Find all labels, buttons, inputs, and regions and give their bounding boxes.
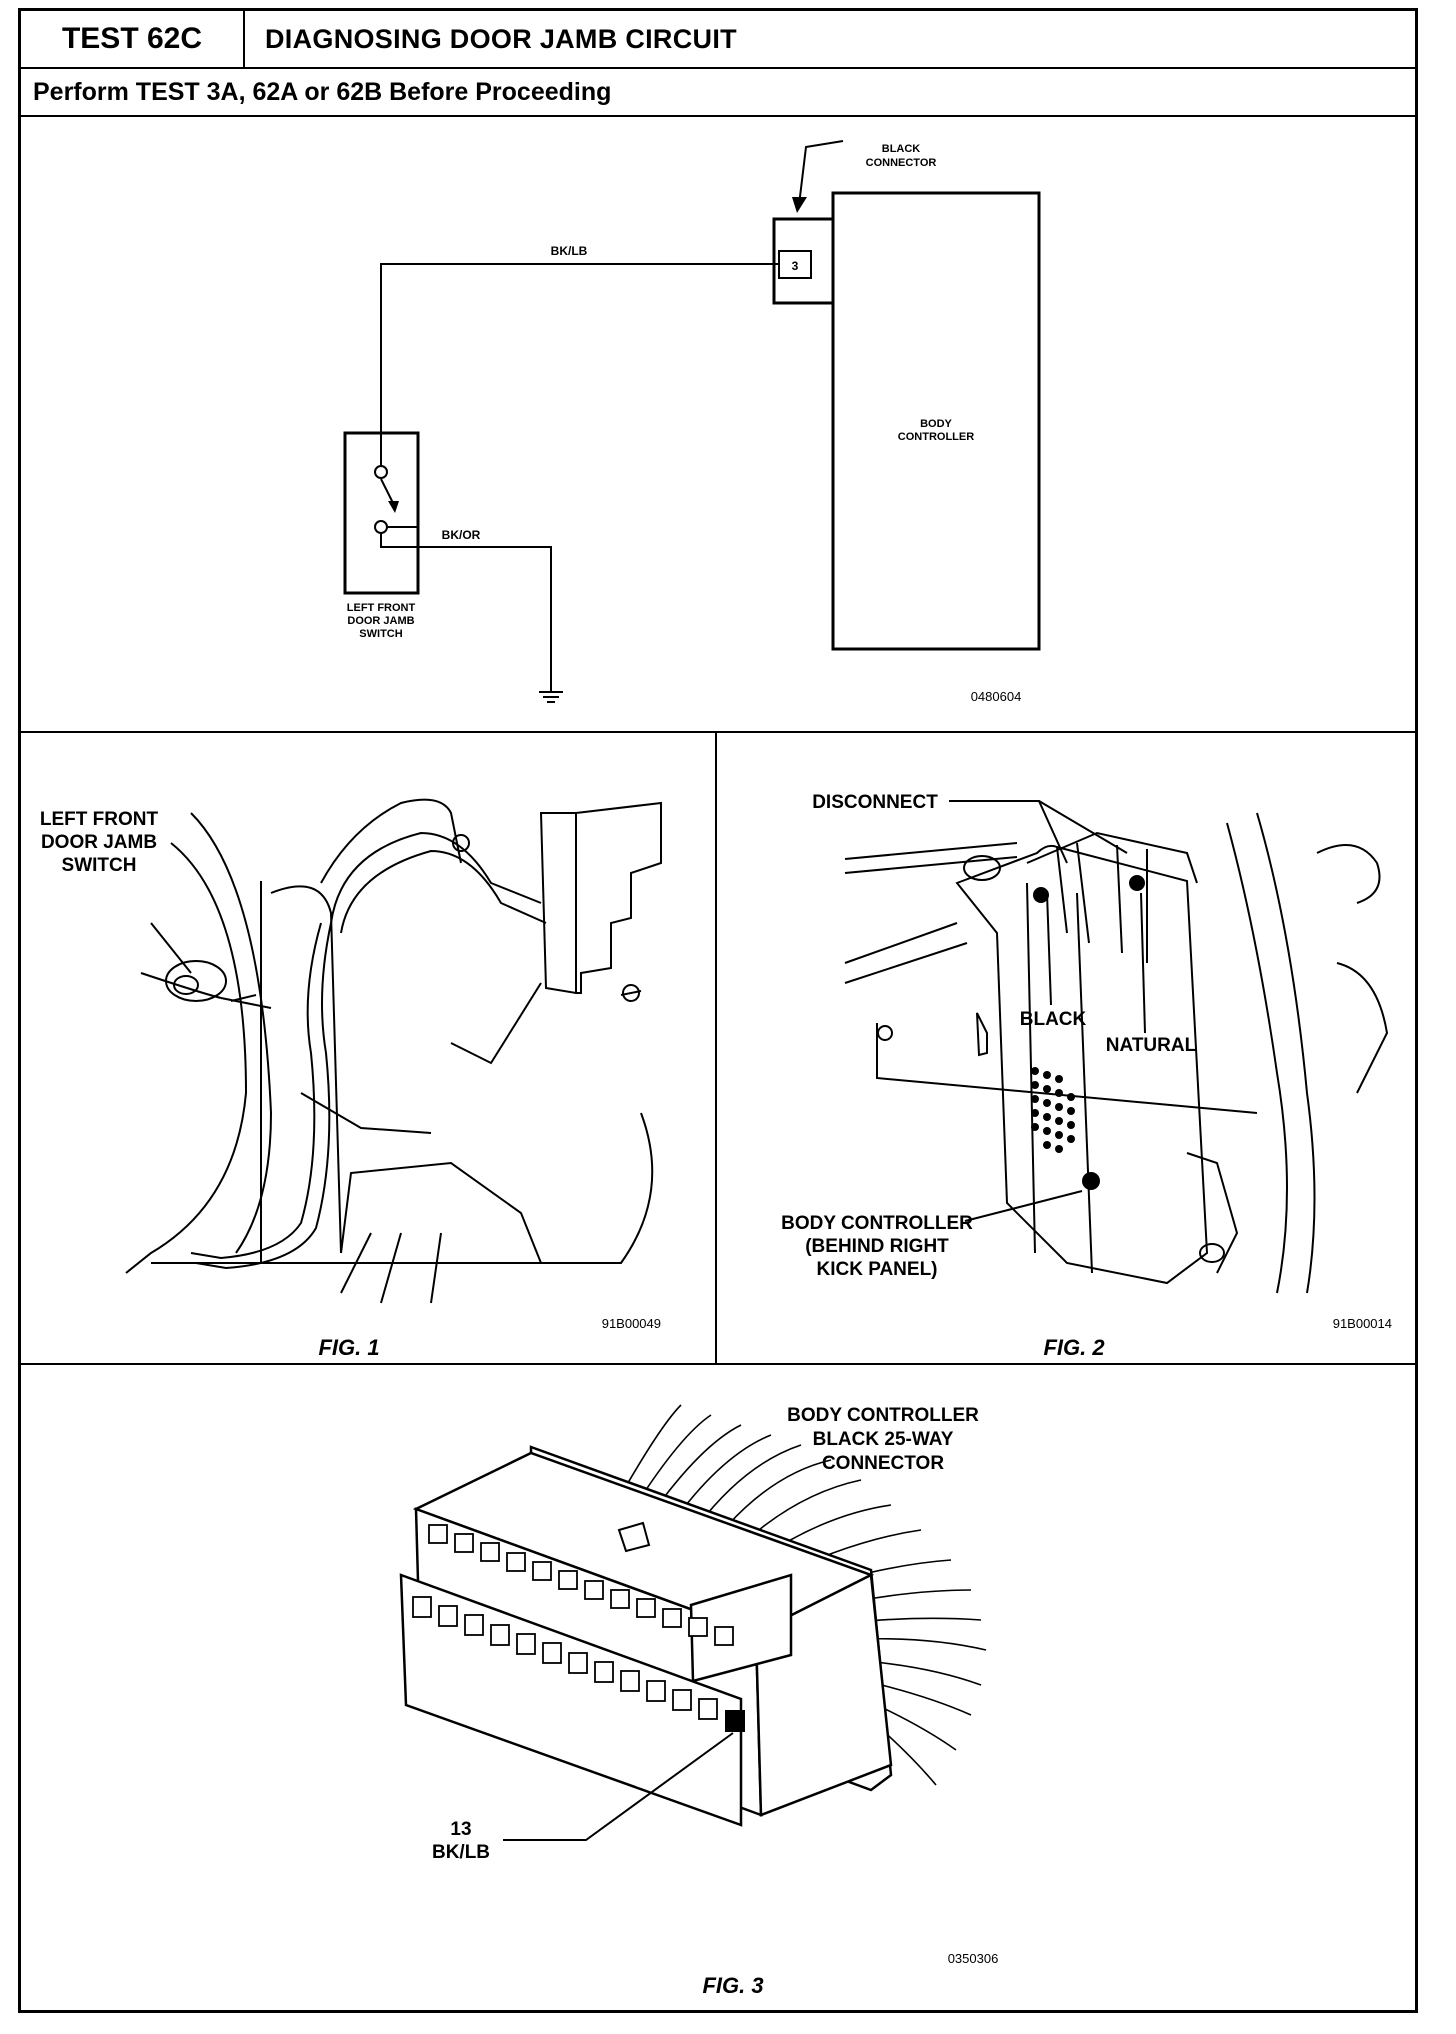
prerequisite-text: Perform TEST 3A, 62A or 62B Before Proce…	[33, 78, 612, 106]
pin-number-label: 3	[792, 259, 799, 273]
fig2-vent-holes	[1031, 875, 1145, 1190]
black-leader	[1046, 892, 1052, 1006]
fig1-panel: LEFT FRONT DOOR JAMB SWITCH 91B00049 FIG…	[21, 733, 717, 1365]
ground-symbol	[539, 691, 563, 703]
fig1-callout-2: DOOR JAMB	[41, 832, 157, 853]
switch-label-3: SWITCH	[359, 628, 402, 640]
fig1-caption: FIG. 1	[318, 1335, 379, 1360]
switch-blade	[380, 478, 395, 506]
fig3-connector-body	[399, 1445, 893, 1827]
controller-label-2: CONTROLLER	[898, 431, 974, 443]
test-number: TEST 62C	[21, 11, 245, 67]
switch-blade-arrow	[388, 501, 399, 513]
fig2-illustration	[844, 812, 1389, 1294]
fig1-illustration	[125, 798, 662, 1304]
fig2-controller-1: BODY CONTROLLER	[781, 1213, 973, 1234]
fig1-callout-1: LEFT FRONT	[40, 809, 159, 830]
controller-label-1: BODY	[920, 418, 952, 430]
wiring-schematic: 3 BLACK CONNECTOR BK/LB BK/OR	[21, 117, 1415, 733]
fig3-pin-13-highlight	[725, 1710, 745, 1732]
header-row: TEST 62C DIAGNOSING DOOR JAMB CIRCUIT	[21, 11, 1415, 69]
fig3-bottom-cavities	[412, 1596, 718, 1720]
fig2-controller-3: KICK PANEL)	[816, 1259, 937, 1280]
connector-arrow-line	[798, 140, 844, 206]
fig3-top-cavities	[428, 1524, 734, 1646]
fig1-code: 91B00049	[602, 1316, 661, 1331]
wire-ground-label: BK/OR	[442, 528, 481, 542]
fig2-panel: DISCONNECT BLACK NATURAL BODY CONTROLLER…	[717, 733, 1415, 1365]
black-connector-box	[772, 217, 835, 305]
fig2-disconnect-label: DISCONNECT	[812, 792, 938, 813]
wire-bk-or	[387, 526, 552, 692]
switch-contact-top	[374, 465, 388, 479]
fig3-pin-number: 13	[450, 1819, 471, 1840]
wire-bk-lb	[380, 263, 779, 433]
fig3-code: 0350306	[948, 1951, 999, 1966]
test-title: DIAGNOSING DOOR JAMB CIRCUIT	[265, 24, 737, 54]
fig2-natural-label: NATURAL	[1106, 1035, 1197, 1056]
fig1-callout-3: SWITCH	[62, 855, 137, 876]
fig2-black-label: BLACK	[1020, 1009, 1087, 1030]
wire-top-label: BK/LB	[551, 244, 588, 258]
connector-label-2: CONNECTOR	[866, 157, 937, 169]
fig3-wire-bundle	[620, 1404, 987, 1786]
fig3-panel: BODY CONTROLLER BLACK 25-WAY CONNECTOR	[21, 1365, 1415, 2010]
test-page: TEST 62C DIAGNOSING DOOR JAMB CIRCUIT Pe…	[18, 8, 1418, 2013]
switch-label-2: DOOR JAMB	[347, 615, 414, 627]
fig3-title-3: CONNECTOR	[822, 1453, 944, 1474]
natural-leader	[1140, 892, 1146, 1034]
switch-label-1: LEFT FRONT	[347, 602, 416, 614]
prerequisite-row: Perform TEST 3A, 62A or 62B Before Proce…	[21, 69, 1415, 117]
body-controller-leader	[964, 1190, 1083, 1222]
connector-arrow-head	[792, 197, 807, 213]
connector-label-1: BLACK	[882, 143, 921, 155]
body-controller-box	[831, 191, 1041, 651]
fig3-pin-wire: BK/LB	[432, 1842, 490, 1863]
fig2-code: 91B00014	[1333, 1316, 1392, 1331]
fig1-callout-line	[150, 922, 192, 974]
fig3-pin-callout	[503, 1732, 734, 1841]
schematic-code: 0480604	[971, 689, 1022, 704]
fig3-title-2: BLACK 25-WAY	[813, 1429, 954, 1450]
fig2-caption: FIG. 2	[1043, 1335, 1105, 1360]
fig3-title-1: BODY CONTROLLER	[787, 1405, 979, 1426]
fig3-latch-tab	[617, 1521, 651, 1553]
fig2-controller-2: (BEHIND RIGHT	[805, 1236, 949, 1257]
switch-contact-bottom	[374, 520, 388, 534]
fig3-caption: FIG. 3	[702, 1973, 763, 1998]
